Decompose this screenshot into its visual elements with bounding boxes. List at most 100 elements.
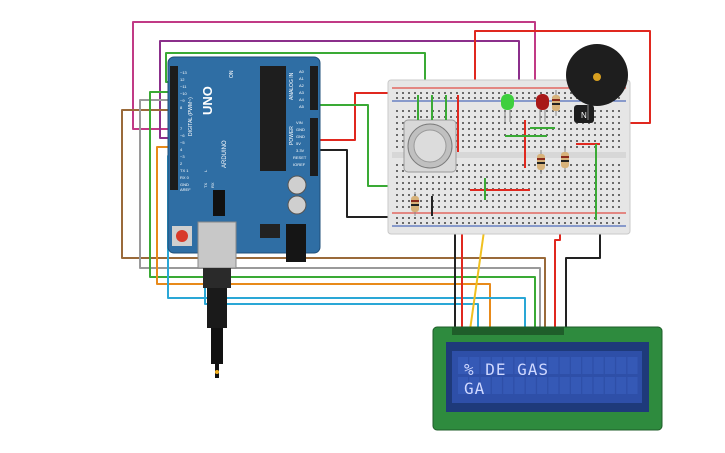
breadboard-hole <box>462 97 464 99</box>
breadboard-hole <box>498 92 500 94</box>
breadboard-hole <box>606 170 608 172</box>
v5-label: 5V <box>296 141 301 146</box>
reset-label: RESET <box>293 155 307 160</box>
breadboard-hole <box>498 217 500 219</box>
breadboard-hole <box>510 146 512 148</box>
breadboard-hole <box>540 217 542 219</box>
capacitor-2 <box>287 195 307 215</box>
breadboard-hole <box>534 182 536 184</box>
breadboard-hole <box>606 134 608 136</box>
breadboard-hole <box>462 92 464 94</box>
breadboard-hole <box>492 146 494 148</box>
breadboard-hole <box>408 194 410 196</box>
breadboard-hole <box>504 170 506 172</box>
breadboard-hole <box>420 182 422 184</box>
breadboard-hole <box>396 146 398 148</box>
breadboard-hole <box>540 182 542 184</box>
breadboard-hole <box>582 170 584 172</box>
lcd-cell <box>559 377 570 394</box>
breadboard-hole <box>528 128 530 130</box>
breadboard-hole <box>582 188 584 190</box>
breadboard-hole <box>504 194 506 196</box>
breadboard-hole <box>474 170 476 172</box>
breadboard-hole <box>516 200 518 202</box>
breadboard-hole <box>396 222 398 224</box>
breadboard-hole <box>468 222 470 224</box>
reset-button[interactable] <box>176 230 188 242</box>
breadboard-hole <box>402 110 404 112</box>
breadboard-hole <box>618 206 620 208</box>
breadboard-hole <box>432 182 434 184</box>
breadboard-hole <box>576 134 578 136</box>
breadboard-hole <box>516 176 518 178</box>
breadboard-hole <box>402 146 404 148</box>
wire-black-lcd2 <box>565 215 601 330</box>
breadboard-hole <box>462 206 464 208</box>
breadboard-hole <box>552 200 554 202</box>
pin-label: TX 1 <box>180 168 189 173</box>
breadboard-hole <box>438 200 440 202</box>
breadboard-hole <box>480 122 482 124</box>
breadboard-hole <box>468 92 470 94</box>
breadboard-hole <box>540 200 542 202</box>
resistor <box>552 90 560 116</box>
breadboard-hole <box>468 110 470 112</box>
breadboard-hole <box>564 217 566 219</box>
lcd-cell <box>537 357 548 374</box>
breadboard-hole <box>396 134 398 136</box>
breadboard-hole <box>618 122 620 124</box>
pin-label: RX 0 <box>180 175 190 180</box>
pin-label: ~11 <box>180 84 187 89</box>
breadboard-hole <box>450 110 452 112</box>
green-led <box>501 94 514 122</box>
breadboard-hole <box>534 164 536 166</box>
gas-sensor <box>403 119 457 173</box>
breadboard-hole <box>492 200 494 202</box>
breadboard-hole <box>558 146 560 148</box>
breadboard-hole <box>540 116 542 118</box>
breadboard-hole <box>474 206 476 208</box>
breadboard-hole <box>612 188 614 190</box>
rx-label: RX <box>210 182 215 188</box>
breadboard-hole <box>396 217 398 219</box>
breadboard-hole <box>456 176 458 178</box>
breadboard-hole <box>432 194 434 196</box>
resistor <box>411 192 419 216</box>
breadboard-hole <box>498 134 500 136</box>
breadboard-hole <box>426 116 428 118</box>
transistor-label: N <box>581 111 587 120</box>
breadboard-hole <box>492 170 494 172</box>
breadboard-hole <box>498 170 500 172</box>
breadboard-hole <box>498 206 500 208</box>
analog-pin-label: A2 <box>299 83 305 88</box>
breadboard-hole <box>408 206 410 208</box>
breadboard-hole <box>552 222 554 224</box>
breadboard-hole <box>594 110 596 112</box>
breadboard-hole <box>462 122 464 124</box>
breadboard-hole <box>396 110 398 112</box>
breadboard-hole <box>444 182 446 184</box>
breadboard-hole <box>510 200 512 202</box>
breadboard-hole <box>522 217 524 219</box>
breadboard-hole <box>408 188 410 190</box>
breadboard-hole <box>474 116 476 118</box>
pin-label: ~9 <box>180 98 185 103</box>
breadboard-hole <box>498 164 500 166</box>
breadboard-hole <box>444 222 446 224</box>
arduino-board: UNO ARDUINO ON DIGITAL (PWM~) ANALOG IN … <box>167 56 321 269</box>
breadboard-hole <box>612 206 614 208</box>
breadboard-hole <box>492 194 494 196</box>
breadboard-hole <box>498 110 500 112</box>
breadboard-hole <box>582 200 584 202</box>
breadboard-hole <box>588 188 590 190</box>
breadboard-hole <box>612 222 614 224</box>
pin-label: 8 <box>180 105 183 110</box>
breadboard-hole <box>504 206 506 208</box>
breadboard-hole <box>486 200 488 202</box>
lcd-cell <box>525 357 536 374</box>
analog-pin-label: A0 <box>299 69 305 74</box>
breadboard-hole <box>420 176 422 178</box>
breadboard-hole <box>426 222 428 224</box>
breadboard-hole <box>480 146 482 148</box>
breadboard-hole <box>606 146 608 148</box>
